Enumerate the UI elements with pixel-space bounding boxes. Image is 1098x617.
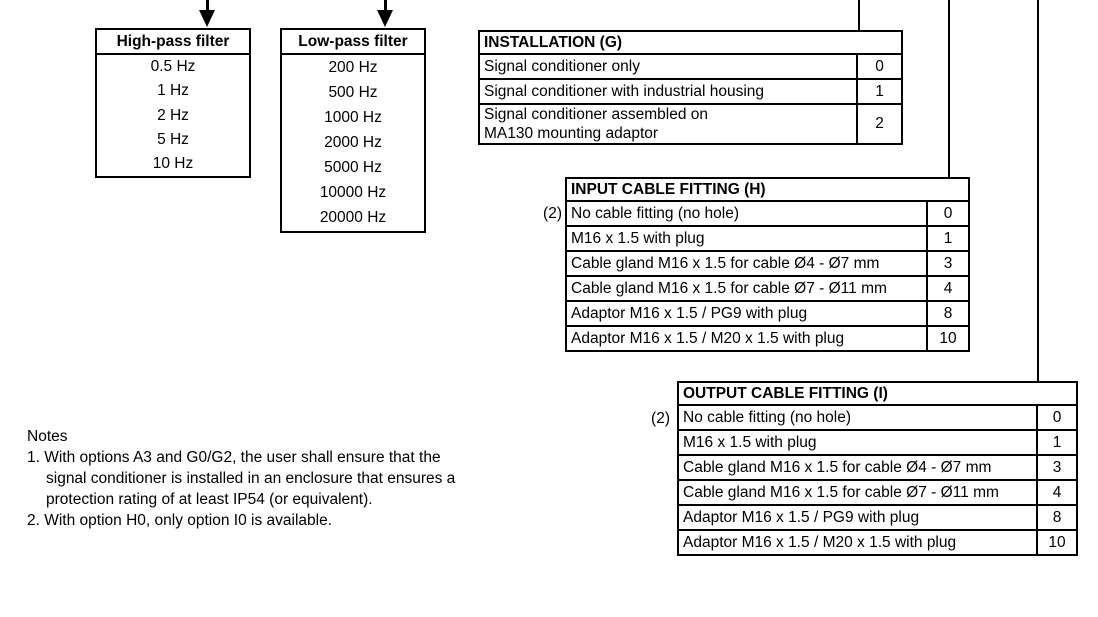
high-pass-filter-header: High-pass filter xyxy=(97,30,249,55)
input-cable-fitting-header: INPUT CABLE FITTING (H) xyxy=(567,179,968,202)
filter-value: 0.5 Hz xyxy=(150,58,196,76)
option-code: 3 xyxy=(926,252,968,275)
filter-value: 5000 Hz xyxy=(324,159,382,177)
table-row: Cable gland M16 x 1.5 for cable Ø4 - Ø7 … xyxy=(567,250,968,275)
notes-section: Notes 1. With options A3 and G0/G2, the … xyxy=(27,426,519,531)
filter-value: 2 Hz xyxy=(157,106,189,124)
option-code: 1 xyxy=(926,227,968,250)
filter-value: 5 Hz xyxy=(157,130,189,148)
filter-value: 200 Hz xyxy=(328,58,378,76)
low-pass-filter-table: Low-pass filter 200 Hz 500 Hz 1000 Hz 20… xyxy=(280,28,426,233)
installation-table-header: INSTALLATION (G) xyxy=(480,32,901,55)
table-row: Adaptor M16 x 1.5 / M20 x 1.5 with plug … xyxy=(567,325,968,350)
connector-line-output-cable-fitting xyxy=(1037,0,1039,382)
option-label: No cable fitting (no hole) xyxy=(571,205,740,222)
option-label: Signal conditioner assembled on MA130 mo… xyxy=(484,106,709,142)
option-code: 0 xyxy=(1036,406,1076,429)
option-label: No cable fitting (no hole) xyxy=(683,409,852,426)
table-row: Adaptor M16 x 1.5 / PG9 with plug 8 xyxy=(679,504,1076,529)
option-code: 8 xyxy=(1036,506,1076,529)
low-pass-filter-header: Low-pass filter xyxy=(282,30,424,55)
option-code: 3 xyxy=(1036,456,1076,479)
output-cable-fitting-header: OUTPUT CABLE FITTING (I) xyxy=(679,383,1076,406)
option-label: Adaptor M16 x 1.5 / M20 x 1.5 with plug xyxy=(571,330,845,347)
option-label: Adaptor M16 x 1.5 / PG9 with plug xyxy=(683,509,920,526)
option-label: M16 x 1.5 with plug xyxy=(571,230,705,247)
option-code: 10 xyxy=(1036,531,1076,554)
table-row: Signal conditioner assembled on MA130 mo… xyxy=(480,103,901,143)
option-label: Cable gland M16 x 1.5 for cable Ø4 - Ø7 … xyxy=(571,255,880,272)
option-code: 1 xyxy=(856,80,901,103)
note-reference-2: (2) xyxy=(651,410,670,427)
option-code: 0 xyxy=(856,55,901,78)
option-label: Adaptor M16 x 1.5 / M20 x 1.5 with plug xyxy=(683,534,957,551)
table-row: Adaptor M16 x 1.5 / PG9 with plug 8 xyxy=(567,300,968,325)
table-row: M16 x 1.5 with plug 1 xyxy=(567,225,968,250)
notes-heading: Notes xyxy=(27,428,68,445)
down-arrow-icon xyxy=(199,10,215,27)
table-row: M16 x 1.5 with plug 1 xyxy=(679,429,1076,454)
table-row: Adaptor M16 x 1.5 / M20 x 1.5 with plug … xyxy=(679,529,1076,554)
option-label: Signal conditioner with industrial housi… xyxy=(484,83,765,100)
table-row: Signal conditioner only 0 xyxy=(480,55,901,78)
option-label: Signal conditioner only xyxy=(484,58,640,75)
filter-value: 2000 Hz xyxy=(324,133,382,151)
note-item: 2. With option H0, only option I0 is ava… xyxy=(27,512,333,529)
high-pass-filter-values: 0.5 Hz 1 Hz 2 Hz 5 Hz 10 Hz xyxy=(97,55,249,176)
down-arrow-icon xyxy=(384,0,387,11)
filter-value: 10 Hz xyxy=(152,154,194,172)
option-label: Cable gland M16 x 1.5 for cable Ø7 - Ø11… xyxy=(683,484,999,501)
filter-value: 20000 Hz xyxy=(319,209,387,227)
filter-value: 1 Hz xyxy=(157,82,189,100)
table-row: No cable fitting (no hole) 0 xyxy=(567,202,968,225)
filter-value: 10000 Hz xyxy=(319,184,387,202)
down-arrow-icon xyxy=(206,0,209,11)
option-label: Cable gland M16 x 1.5 for cable Ø4 - Ø7 … xyxy=(683,459,992,476)
table-row: Cable gland M16 x 1.5 for cable Ø7 - Ø11… xyxy=(567,275,968,300)
option-code: 8 xyxy=(926,302,968,325)
connector-line-installation xyxy=(858,0,860,30)
down-arrow-icon xyxy=(377,10,393,27)
output-cable-fitting-table: OUTPUT CABLE FITTING (I) No cable fittin… xyxy=(677,381,1078,556)
option-code: 4 xyxy=(1036,481,1076,504)
option-label: Adaptor M16 x 1.5 / PG9 with plug xyxy=(571,305,808,322)
option-label: Cable gland M16 x 1.5 for cable Ø7 - Ø11… xyxy=(571,280,887,297)
option-label: M16 x 1.5 with plug xyxy=(683,434,817,451)
option-code: 1 xyxy=(1036,431,1076,454)
filter-value: 1000 Hz xyxy=(324,108,382,126)
input-cable-fitting-table: INPUT CABLE FITTING (H) No cable fitting… xyxy=(565,177,970,352)
table-row: Signal conditioner with industrial housi… xyxy=(480,78,901,103)
filter-value: 500 Hz xyxy=(328,83,378,101)
note-reference-2: (2) xyxy=(543,205,562,222)
table-row: No cable fitting (no hole) 0 xyxy=(679,406,1076,429)
option-code: 2 xyxy=(856,105,901,143)
high-pass-filter-table: High-pass filter 0.5 Hz 1 Hz 2 Hz 5 Hz 1… xyxy=(95,28,251,178)
low-pass-filter-values: 200 Hz 500 Hz 1000 Hz 2000 Hz 5000 Hz 10… xyxy=(282,55,424,231)
note-item: 1. With options A3 and G0/G2, the user s… xyxy=(27,449,456,508)
table-row: Cable gland M16 x 1.5 for cable Ø7 - Ø11… xyxy=(679,479,1076,504)
option-code: 4 xyxy=(926,277,968,300)
installation-table: INSTALLATION (G) Signal conditioner only… xyxy=(478,30,903,145)
option-code: 10 xyxy=(926,327,968,350)
table-row: Cable gland M16 x 1.5 for cable Ø4 - Ø7 … xyxy=(679,454,1076,479)
connector-line-input-cable-fitting xyxy=(948,0,950,178)
option-code: 0 xyxy=(926,202,968,225)
